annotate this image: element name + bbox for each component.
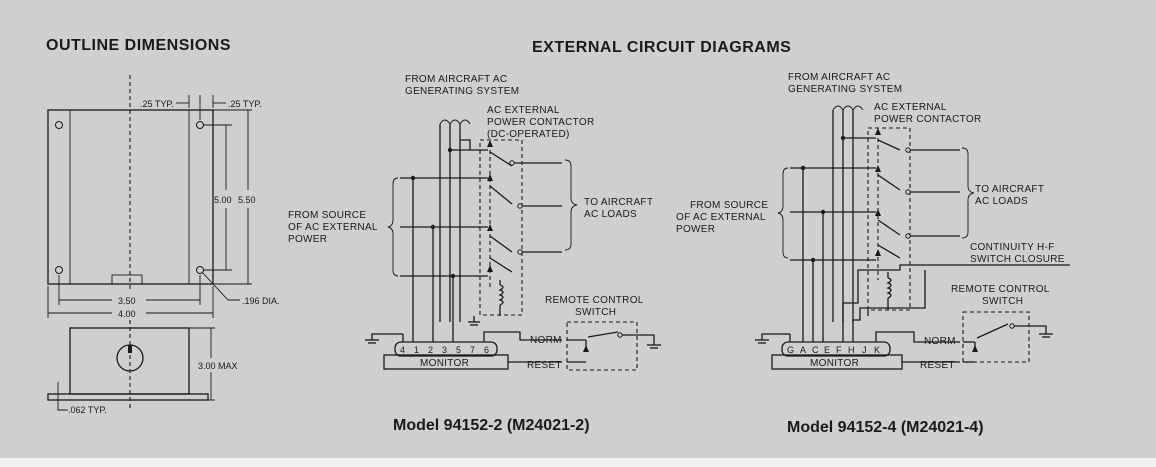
mounting-hole [55, 121, 63, 129]
flange-typ-label: .062 TYP. [68, 405, 107, 415]
d1-source-label-3: POWER [288, 234, 327, 245]
d2-remote-label-2: SWITCH [982, 296, 1023, 307]
external-circuit-heading: EXTERNAL CIRCUIT DIAGRAMS [532, 39, 791, 56]
d1-loads-label: TO AIRCRAFT [584, 197, 653, 208]
d2-source-brace [777, 167, 789, 259]
dim-3-50-label: 3.50 [118, 296, 136, 306]
max-height-label: 3.00 MAX [198, 361, 238, 371]
d1-contactor-label-3: (DC-OPERATED) [487, 129, 570, 140]
d1-pin-label: 7 [470, 345, 475, 355]
d1-contactor-coil [498, 284, 504, 306]
d1-pin-label: 5 [456, 345, 461, 355]
dim-5-00-label: 5.00 [214, 195, 232, 205]
d2-generating-system-label: GENERATING SYSTEM [788, 84, 902, 95]
d1-remote-switch-box [566, 321, 638, 371]
d1-pin-label: 6 [484, 345, 489, 355]
d2-contactor-coil [886, 277, 892, 299]
d1-pin-label: 2 [428, 345, 433, 355]
d1-pin-label: 4 [400, 345, 405, 355]
d1-pin-label: 1 [414, 345, 419, 355]
d1-remote-label: REMOTE CONTROL [545, 295, 644, 306]
hole-diameter-label: .196 DIA. [242, 296, 280, 306]
typ-left-label: .25 TYP. [140, 99, 174, 109]
d2-model-label: Model 94152-4 (M24021-4) [787, 419, 984, 436]
d1-pin-labels: 4 1 2 3 5 7 6 [400, 345, 489, 355]
d2-source-label-3: POWER [676, 224, 715, 235]
outline-dimensions-heading: OUTLINE DIMENSIONS [46, 37, 231, 54]
d2-contactor-label: AC EXTERNAL [874, 102, 947, 113]
d2-contactor-label-2: POWER CONTACTOR [874, 114, 981, 125]
d1-source-brace [387, 177, 399, 277]
d2-pin-label: K [874, 345, 880, 355]
d2-pin-labels: G A C E F H J K [787, 345, 880, 355]
d1-contactor-label: AC EXTERNAL [487, 105, 560, 116]
d2-source-label-2: OF AC EXTERNAL [676, 212, 766, 223]
d2-pin-label: H [848, 345, 855, 355]
d2-pin-label: E [824, 345, 830, 355]
d1-from-aircraft-label: FROM AIRCRAFT AC [405, 74, 507, 85]
d1-contactor-label-2: POWER CONTACTOR [487, 117, 594, 128]
d2-generator-brace [832, 105, 864, 111]
d1-remote-label-2: SWITCH [575, 307, 616, 318]
d2-pin-label: J [862, 345, 867, 355]
d1-model-label: Model 94152-2 (M24021-2) [393, 417, 590, 434]
d2-pin-label: C [812, 345, 819, 355]
side-view-flange [47, 393, 209, 401]
d2-continuity-label-2: SWITCH CLOSURE [970, 254, 1065, 265]
d1-source-label-2: OF AC EXTERNAL [288, 222, 378, 233]
d2-pin-label: F [836, 345, 842, 355]
d2-loads-label: TO AIRCRAFT [975, 184, 1044, 195]
circuit-diagram-94152-2: FROM AIRCRAFT AC GENERATING SYSTEM AC EX… [288, 74, 661, 434]
d2-remote-switch-box [962, 311, 1030, 363]
dim-4-00-label: 4.00 [118, 309, 136, 319]
d1-loads-brace [564, 159, 578, 251]
mounting-hole [55, 266, 63, 274]
d2-source-label: FROM SOURCE [690, 200, 768, 211]
d2-contacts [790, 128, 960, 310]
circuit-diagram-94152-4: FROM AIRCRAFT AC GENERATING SYSTEM AC EX… [676, 72, 1070, 436]
d1-source-label: FROM SOURCE [288, 210, 366, 221]
d2-reset-label: RESET [920, 360, 955, 371]
d1-monitor-connector [394, 341, 498, 357]
d2-monitor-connector [781, 341, 891, 357]
bottom-border [0, 458, 1156, 467]
d2-remote-label: REMOTE CONTROL [951, 284, 1050, 295]
mounting-hole [196, 121, 204, 129]
d1-monitor-label: MONITOR [420, 358, 469, 369]
dim-5-50-label: 5.50 [238, 195, 256, 205]
typ-right-label: .25 TYP. [228, 99, 262, 109]
d2-pin-label: A [800, 345, 806, 355]
d2-pin-label: G [787, 345, 794, 355]
d1-loads-label-2: AC LOADS [584, 209, 637, 220]
d1-generator-brace [439, 119, 471, 125]
d2-loads-label-2: AC LOADS [975, 196, 1028, 207]
d1-generating-system-label: GENERATING SYSTEM [405, 86, 519, 97]
d1-pin-label: 3 [442, 345, 447, 355]
d2-loads-brace [961, 147, 975, 239]
d2-monitor-label: MONITOR [810, 358, 859, 369]
d2-norm-label: NORM [924, 336, 956, 347]
d1-norm-label: NORM [530, 335, 562, 346]
d2-continuity-label: CONTINUITY H-F [970, 242, 1055, 253]
d1-contacts [400, 139, 562, 316]
outline-drawing: .25 TYP. .25 TYP. 5.00 5.50 3.50 4.00 .1… [47, 75, 280, 415]
d1-reset-label: RESET [527, 360, 562, 371]
d2-contactor-box [867, 127, 911, 311]
d2-from-aircraft-label: FROM AIRCRAFT AC [788, 72, 890, 83]
